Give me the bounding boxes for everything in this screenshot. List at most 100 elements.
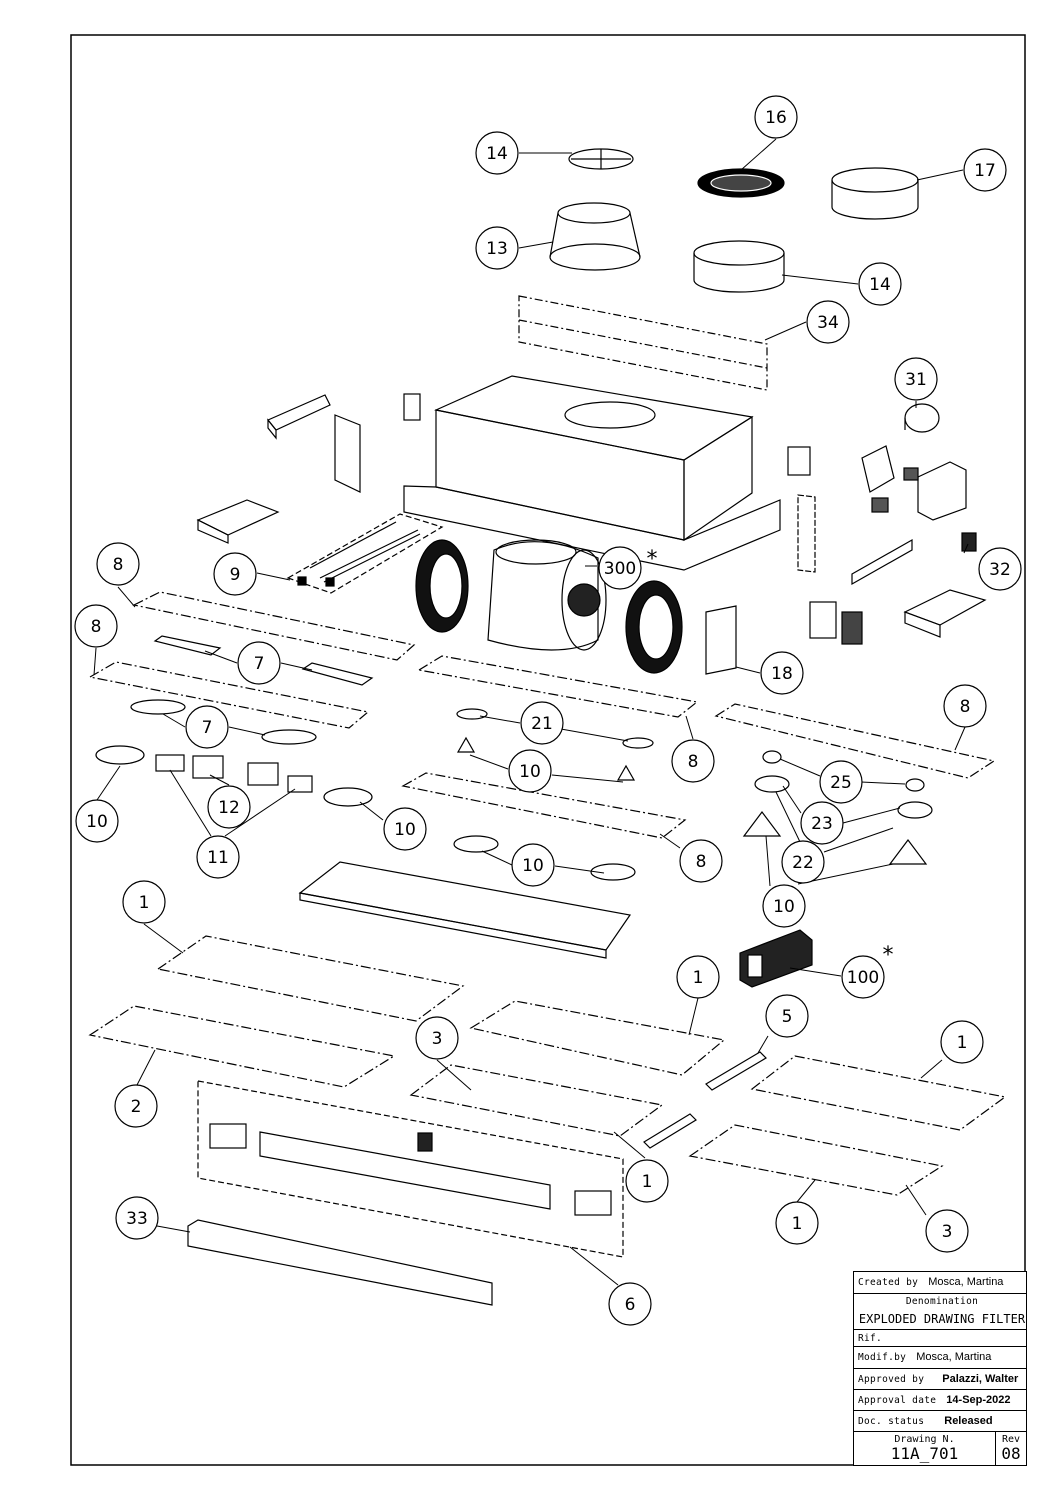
part-bar-33 bbox=[187, 1219, 493, 1306]
callout-label: 3 bbox=[432, 1029, 443, 1049]
approval-date-label: Approval date bbox=[858, 1395, 937, 1406]
callout-bubble bbox=[237, 641, 281, 685]
denomination-label-row: Denomination bbox=[854, 1294, 1026, 1310]
callout-bubble bbox=[122, 880, 166, 924]
callout-label: 8 bbox=[696, 852, 707, 872]
callout-bubble bbox=[96, 542, 140, 586]
callout-bubble bbox=[762, 884, 806, 928]
approved-by-label: Approved by bbox=[858, 1374, 925, 1385]
callout-label: 300 bbox=[604, 559, 636, 579]
part-brackets-left bbox=[196, 393, 421, 544]
callout-label: 1 bbox=[139, 893, 150, 913]
part-motor-300 bbox=[415, 539, 683, 674]
doc-status-value: Released bbox=[944, 1415, 993, 1427]
callout-label: 25 bbox=[830, 773, 852, 793]
parts-artwork bbox=[88, 148, 1007, 1306]
callout-bubble bbox=[819, 760, 863, 804]
part-filters bbox=[88, 935, 1007, 1196]
sheet-border bbox=[70, 34, 1026, 1466]
callout-label: 3 bbox=[942, 1222, 953, 1242]
callout-asterisk: * bbox=[647, 547, 658, 572]
callout-label: 9 bbox=[230, 565, 241, 585]
denomination-row: EXPLODED DRAWING FILTER bbox=[854, 1310, 1026, 1330]
callout-bubble bbox=[185, 705, 229, 749]
callout-label: 10 bbox=[394, 820, 416, 840]
callout-label: 16 bbox=[765, 108, 787, 128]
callout-bubble bbox=[765, 994, 809, 1038]
part-ring-17 bbox=[831, 167, 919, 220]
revision-label: Rev bbox=[1001, 1434, 1021, 1445]
callout-bubble bbox=[943, 684, 987, 728]
callout-label: 10 bbox=[773, 897, 795, 917]
callout-bubble bbox=[858, 262, 902, 306]
approved-by-row: Approved by Palazzi, Walter bbox=[854, 1369, 1026, 1390]
modif-by-row: Modif.by Mosca, Martina bbox=[854, 1347, 1026, 1369]
callout-label: 17 bbox=[974, 161, 996, 181]
callout-label: 8 bbox=[113, 555, 124, 575]
part-frames-7 bbox=[130, 635, 374, 745]
created-by-value: Mosca, Martina bbox=[928, 1276, 1004, 1288]
callout-labels: 16 14 17 13 14 34 31 9 300 * 32 8 8 7 7 … bbox=[86, 108, 1011, 1315]
callout-label: 33 bbox=[126, 1209, 148, 1229]
callout-label: 10 bbox=[522, 856, 544, 876]
callout-label: 22 bbox=[792, 853, 814, 873]
callout-bubble bbox=[74, 604, 118, 648]
callout-label: 31 bbox=[905, 370, 927, 390]
callout-label: 10 bbox=[86, 812, 108, 832]
callout-label: 7 bbox=[202, 718, 213, 738]
modif-by-value: Mosca, Martina bbox=[916, 1351, 992, 1363]
callout-bubble bbox=[475, 226, 519, 270]
callout-bubble bbox=[940, 1020, 984, 1064]
callout-label: 1 bbox=[792, 1214, 803, 1234]
drawing-number-label: Drawing N. bbox=[894, 1434, 955, 1445]
callout-bubble bbox=[115, 1196, 159, 1240]
callout-bubble bbox=[213, 552, 257, 596]
drawing-number-value: 11A_701 bbox=[890, 1444, 959, 1463]
doc-status-label: Doc. status bbox=[858, 1416, 925, 1427]
part-flange-top bbox=[568, 148, 634, 170]
callout-asterisk: * bbox=[883, 943, 894, 968]
callout-label: 8 bbox=[688, 752, 699, 772]
part-collar-13 bbox=[549, 202, 641, 271]
callout-bubble bbox=[754, 95, 798, 139]
created-by-label: Created by bbox=[858, 1277, 919, 1288]
callout-bubble bbox=[511, 843, 555, 887]
approval-date-value: 14-Sep-2022 bbox=[946, 1394, 1011, 1406]
callout-label: 21 bbox=[531, 714, 553, 734]
callout-label: 8 bbox=[91, 617, 102, 637]
drawing-number-cell: Drawing N. 11A_701 bbox=[854, 1432, 996, 1465]
callout-label: 10 bbox=[519, 762, 541, 782]
callout-label: 13 bbox=[486, 239, 508, 259]
callout-label: 100 bbox=[847, 968, 879, 988]
callout-label: 32 bbox=[989, 560, 1011, 580]
rif-row: Rif. bbox=[854, 1330, 1026, 1347]
callout-label: 14 bbox=[869, 275, 891, 295]
callout-bubble bbox=[806, 300, 850, 344]
callout-bubble bbox=[608, 1282, 652, 1326]
revision-value: 08 bbox=[1001, 1444, 1021, 1463]
approved-by-value: Palazzi, Walter bbox=[942, 1373, 1019, 1385]
callout-bubble bbox=[383, 807, 427, 851]
callout-bubble bbox=[671, 739, 715, 783]
callout-label: 14 bbox=[486, 144, 508, 164]
callout-bubble bbox=[963, 148, 1007, 192]
part-lamps-left bbox=[95, 745, 373, 807]
callout-label: 2 bbox=[131, 1097, 142, 1117]
callout-bubble bbox=[508, 749, 552, 793]
title-block: Created by Mosca, Martina Denomination E… bbox=[853, 1271, 1027, 1466]
callout-bubble bbox=[894, 357, 938, 401]
callout-bubble bbox=[598, 546, 642, 590]
approval-date-row: Approval date 14-Sep-2022 bbox=[854, 1390, 1026, 1411]
callout-bubble bbox=[75, 799, 119, 843]
callout-bubble bbox=[800, 801, 844, 845]
part-clips-5 bbox=[643, 1051, 767, 1149]
part-lamps-center bbox=[453, 708, 654, 881]
callout-bubble bbox=[925, 1209, 969, 1253]
part-switch-100 bbox=[739, 929, 813, 988]
callout-label: 23 bbox=[811, 814, 833, 834]
callout-label: 1 bbox=[642, 1172, 653, 1192]
part-front-bar-6 bbox=[197, 1080, 624, 1258]
callout-bubble bbox=[676, 955, 720, 999]
modif-by-label: Modif.by bbox=[858, 1352, 907, 1363]
callout-bubble bbox=[520, 701, 564, 745]
